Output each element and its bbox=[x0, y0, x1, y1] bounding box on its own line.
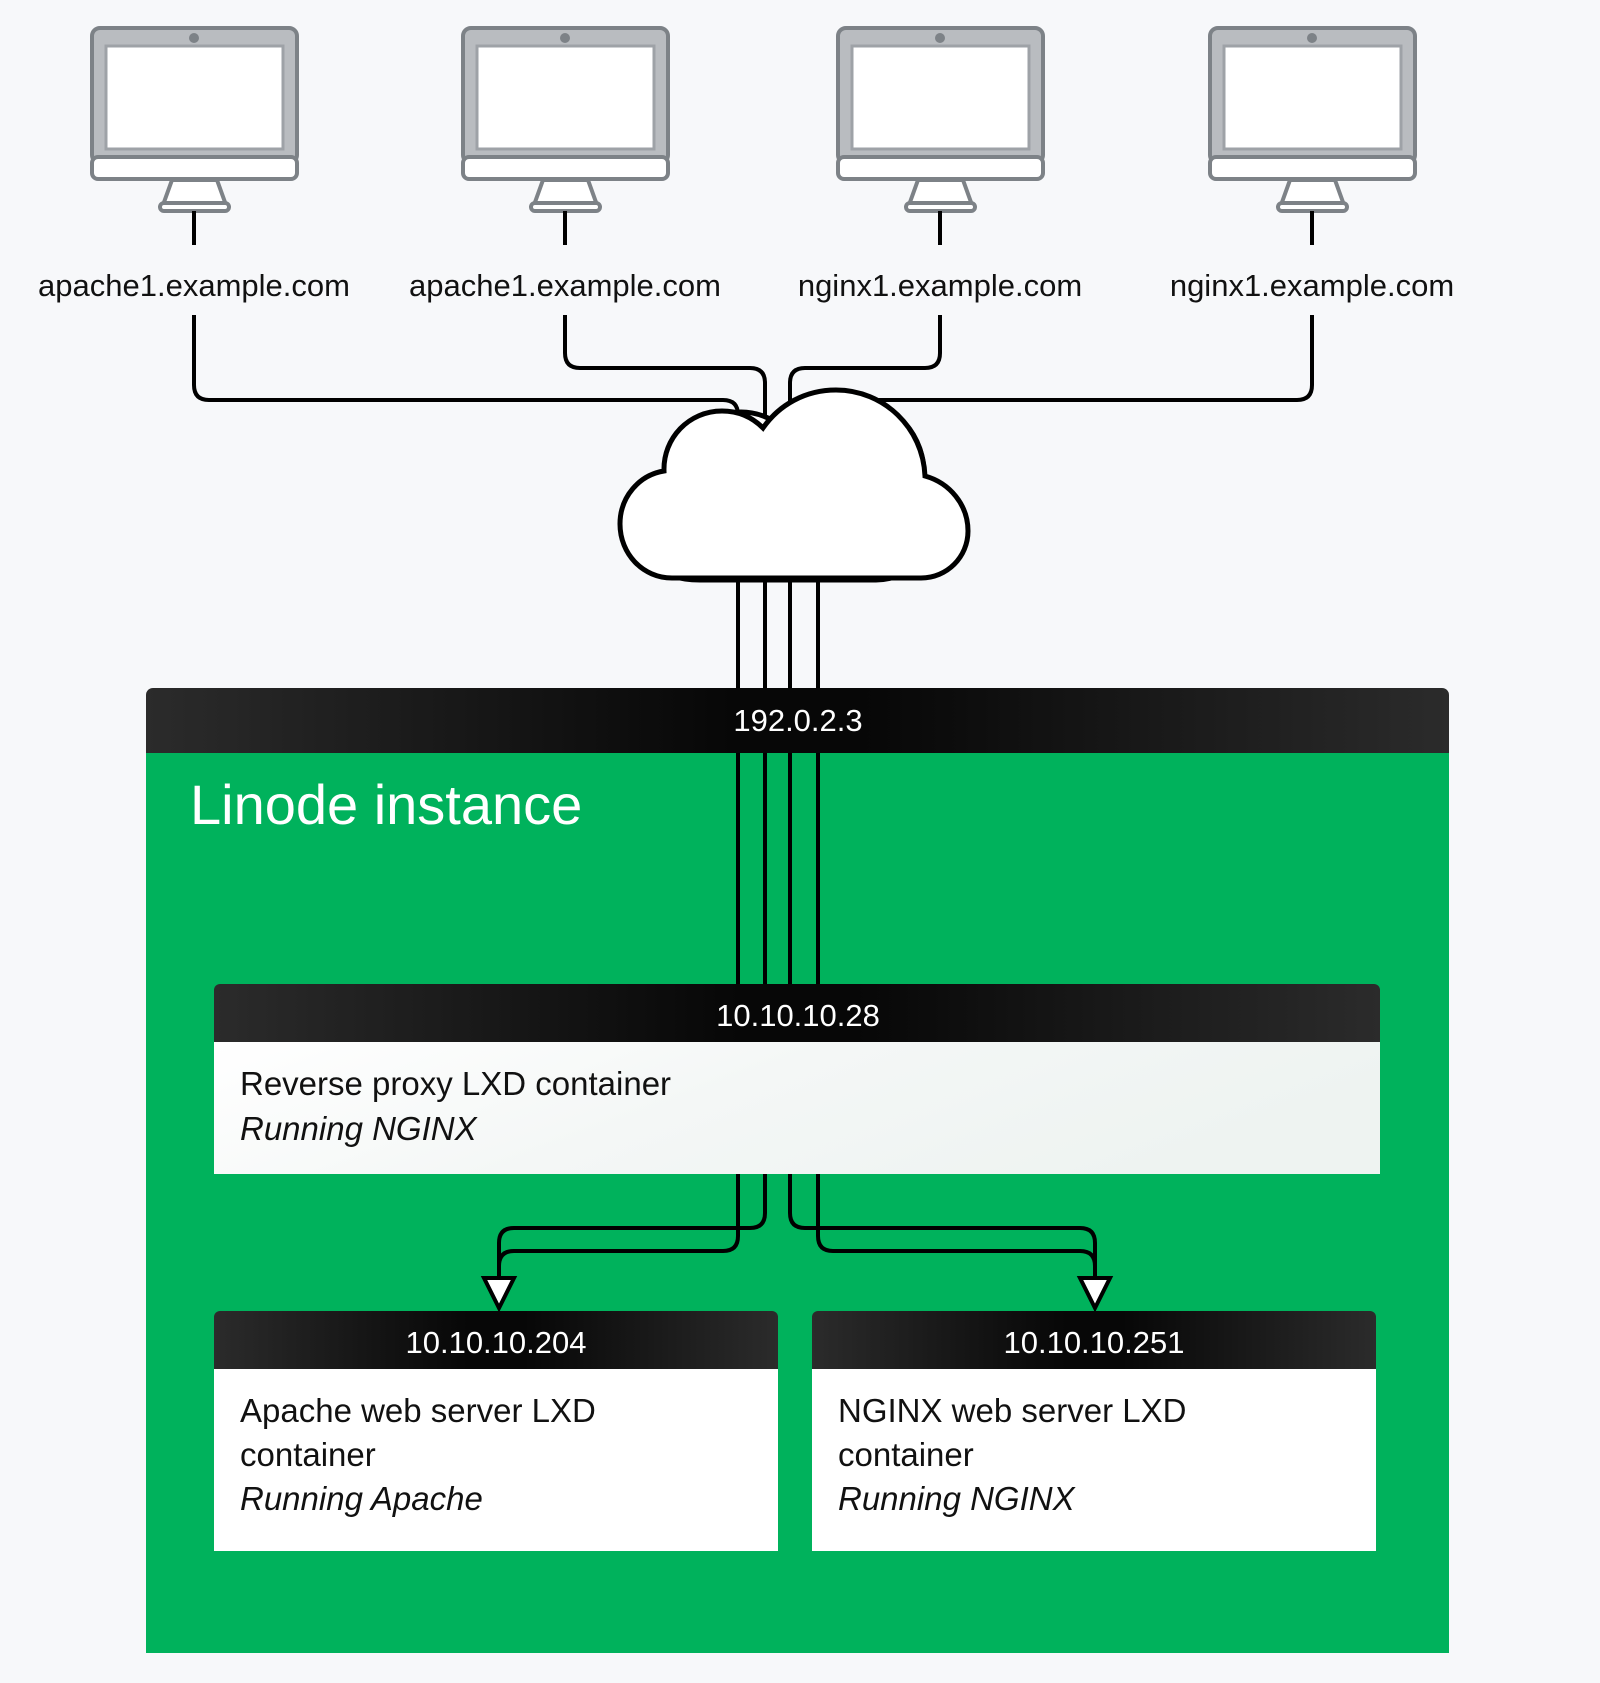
nginx-ip-label: 10.10.10.251 bbox=[1003, 1325, 1184, 1360]
proxy-status: Running NGINX bbox=[240, 1110, 479, 1147]
client-label-1: apache1.example.com bbox=[38, 268, 350, 303]
monitor-base bbox=[1208, 155, 1417, 181]
connection-proxy-nginx-2 bbox=[816, 1174, 1097, 1290]
proxy-body bbox=[214, 1042, 1380, 1174]
nginx-description-line2: container bbox=[838, 1436, 974, 1473]
apache-container: 10.10.10.204 Apache web server LXD conta… bbox=[214, 1311, 778, 1551]
proxy-ip-label: 10.10.10.28 bbox=[716, 998, 880, 1033]
connection-client2-cloud bbox=[563, 315, 767, 450]
client-monitor-3 bbox=[836, 26, 1045, 213]
monitor-stand-foot bbox=[158, 201, 231, 213]
monitor-camera-dot bbox=[560, 33, 570, 43]
instance-title: Linode instance bbox=[190, 773, 582, 836]
client-monitor-4 bbox=[1208, 26, 1417, 213]
client-label-4: nginx1.example.com bbox=[1170, 268, 1454, 303]
proxy-header-bar-fill bbox=[214, 1012, 1380, 1042]
arrowhead-apache bbox=[480, 1276, 518, 1313]
monitor-camera-dot bbox=[1307, 33, 1317, 43]
apache-body bbox=[214, 1369, 778, 1551]
connection-client3-cloud bbox=[788, 315, 942, 450]
monitor-base bbox=[836, 155, 1045, 181]
apache-description-line1: Apache web server LXD bbox=[240, 1392, 596, 1429]
apache-description-line2: container bbox=[240, 1436, 376, 1473]
monitor-stand-foot bbox=[904, 201, 977, 213]
client-monitor-1 bbox=[90, 26, 299, 213]
internet-cloud bbox=[617, 387, 971, 583]
instance-header-bar-fill bbox=[146, 720, 1449, 753]
apache-status: Running Apache bbox=[240, 1480, 483, 1517]
monitor-screen bbox=[1222, 44, 1403, 151]
connection-proxy-nginx-1 bbox=[788, 1174, 1097, 1290]
monitor-base bbox=[461, 155, 670, 181]
nginx-description-line1: NGINX web server LXD bbox=[838, 1392, 1186, 1429]
monitor-camera-dot bbox=[189, 33, 199, 43]
monitor-screen bbox=[104, 44, 285, 151]
proxy-description: Reverse proxy LXD container bbox=[240, 1065, 671, 1102]
monitor-screen bbox=[475, 44, 656, 151]
apache-header-bar-fill bbox=[214, 1339, 778, 1369]
cloud-outline bbox=[617, 387, 971, 581]
nginx-body bbox=[812, 1369, 1376, 1551]
connection-client1-cloud bbox=[192, 315, 740, 460]
nginx-container: 10.10.10.251 NGINX web server LXD contai… bbox=[812, 1311, 1376, 1551]
monitor-screen bbox=[850, 44, 1031, 151]
apache-ip-label: 10.10.10.204 bbox=[405, 1325, 586, 1360]
arrowhead-nginx bbox=[1076, 1276, 1114, 1313]
monitor-base bbox=[90, 155, 299, 181]
cloud-icon-body bbox=[617, 387, 971, 581]
instance-ip-label: 192.0.2.3 bbox=[733, 703, 862, 738]
monitor-stand-foot bbox=[529, 201, 602, 213]
client-monitor-2 bbox=[461, 26, 670, 213]
client-label-2: apache1.example.com bbox=[409, 268, 721, 303]
reverse-proxy-container: 10.10.10.28 Reverse proxy LXD container … bbox=[214, 984, 1380, 1174]
nginx-status: Running NGINX bbox=[838, 1480, 1077, 1517]
connection-proxy-apache-2 bbox=[497, 1174, 767, 1290]
monitor-stand-foot bbox=[1276, 201, 1349, 213]
monitor-camera-dot bbox=[935, 33, 945, 43]
client-label-3: nginx1.example.com bbox=[798, 268, 1082, 303]
nginx-header-bar-fill bbox=[812, 1339, 1376, 1369]
